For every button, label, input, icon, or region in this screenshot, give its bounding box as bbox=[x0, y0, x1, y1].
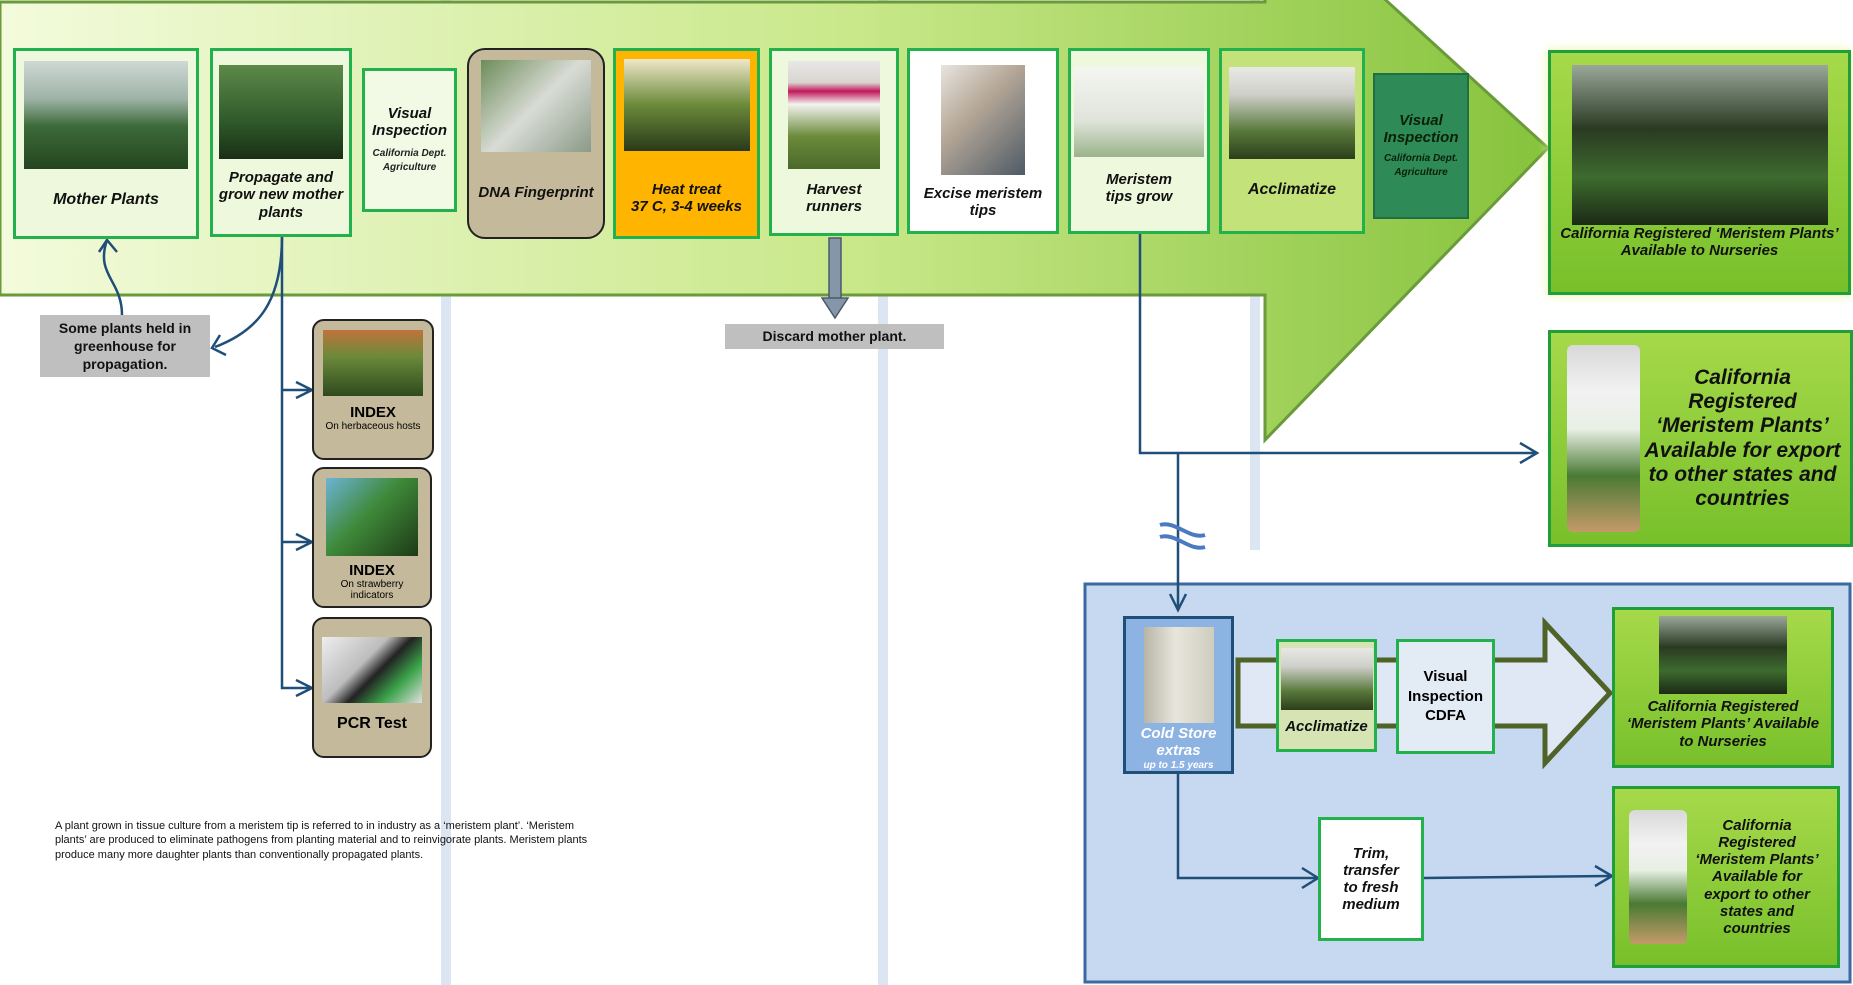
step-dna-fingerprint: DNA Fingerprint bbox=[467, 48, 605, 239]
discard-note: Discard mother plant. bbox=[725, 324, 944, 349]
index-photo bbox=[323, 330, 423, 396]
footnote: A plant grown in tissue culture from a m… bbox=[55, 820, 588, 861]
tissue-culture-tubes-photo bbox=[1074, 67, 1204, 157]
potted-plants-photo bbox=[1571, 65, 1828, 225]
step-harvest-runners: Harvest runners bbox=[769, 48, 899, 236]
greenhouse-note: Some plants held in greenhouse for propa… bbox=[40, 315, 210, 377]
background-line bbox=[441, 0, 451, 985]
cold-visual-inspection: Visual Inspection CDFA bbox=[1396, 639, 1495, 754]
index-herbaceous: INDEX On herbaceous hosts bbox=[312, 319, 434, 460]
step-sublabel: California Dept. Agriculture bbox=[372, 148, 447, 174]
index-photo bbox=[326, 478, 418, 556]
output-export-bottom: California Registered ‘Meristem Plants’ … bbox=[1612, 786, 1840, 968]
output-label: California Registered ‘Meristem Plants’ … bbox=[1560, 225, 1839, 260]
growth-chamber-photo bbox=[623, 59, 750, 151]
microscope-photo bbox=[941, 65, 1025, 175]
step-label: Meristem tips grow bbox=[1105, 171, 1173, 206]
step-visual-inspection-1: Visual Inspection California Dept. Agric… bbox=[362, 68, 457, 212]
discard-arrow-shaft bbox=[828, 237, 842, 301]
index-sub: On strawberry indicators bbox=[340, 579, 404, 601]
seedling-trays-photo bbox=[1280, 648, 1373, 710]
output-export-top: California Registered ‘Meristem Plants’ … bbox=[1548, 330, 1853, 547]
step-label: Visual Inspection CDFA bbox=[1407, 668, 1483, 725]
step-label: Visual Inspection bbox=[1383, 111, 1459, 146]
cold-acclimatize: Acclimatize bbox=[1276, 639, 1377, 752]
step-propagate: Propagate and grow new mother plants bbox=[210, 48, 352, 237]
background-line bbox=[878, 0, 888, 985]
pcr-photo bbox=[322, 637, 422, 703]
cold-store-box: Cold Store extras up to 1.5 years bbox=[1123, 616, 1234, 774]
pcr-title: PCR Test bbox=[337, 715, 407, 732]
output-nurseries-bottom: California Registered ‘Meristem Plants’ … bbox=[1612, 607, 1834, 768]
step-label: Visual Inspection bbox=[371, 104, 447, 139]
index-strawberry: INDEX On strawberry indicators bbox=[312, 467, 432, 608]
step-label: Mother Plants bbox=[53, 191, 159, 208]
step-visual-inspection-2: Visual Inspection California Dept. Agric… bbox=[1373, 73, 1469, 219]
potted-plants-photo bbox=[1659, 616, 1787, 694]
culture-tube-photo bbox=[1629, 810, 1687, 944]
cold-store-title: Cold Store extras bbox=[1140, 725, 1217, 760]
index-title: INDEX bbox=[350, 404, 396, 421]
seedlings-photo bbox=[219, 65, 343, 159]
step-label: Acclimatize bbox=[1285, 718, 1368, 735]
step-label: Trim, transfer to fresh medium bbox=[1342, 844, 1400, 914]
index-sub: On herbaceous hosts bbox=[325, 421, 421, 432]
step-label: Excise meristem tips bbox=[923, 185, 1043, 220]
output-label: California Registered ‘Meristem Plants’ … bbox=[1644, 366, 1841, 510]
index-title: INDEX bbox=[349, 562, 395, 579]
step-label: Acclimatize bbox=[1247, 181, 1337, 198]
freezer-photo bbox=[1143, 627, 1214, 723]
culture-tube-photo bbox=[1567, 345, 1640, 532]
cold-store-sub: up to 1.5 years bbox=[1143, 759, 1214, 771]
runner-container-photo bbox=[788, 61, 880, 169]
step-heat-treat: Heat treat 37 C, 3-4 weeks bbox=[613, 48, 760, 239]
step-acclimatize: Acclimatize bbox=[1219, 48, 1365, 234]
output-label: California Registered ‘Meristem Plants’ … bbox=[1626, 698, 1820, 750]
greenhouse-photo bbox=[24, 61, 188, 169]
step-excise-meristem: Excise meristem tips bbox=[907, 48, 1059, 234]
seedling-trays-photo bbox=[1229, 67, 1355, 159]
step-meristem-grow: Meristem tips grow bbox=[1068, 48, 1210, 234]
discard-arrow-head bbox=[820, 297, 850, 320]
step-sublabel: California Dept. Agriculture bbox=[1384, 153, 1458, 179]
step-mother-plants: Mother Plants bbox=[13, 48, 199, 239]
pcr-test: PCR Test bbox=[312, 617, 432, 758]
step-label: Harvest runners bbox=[806, 181, 862, 216]
step-label: Propagate and grow new mother plants bbox=[218, 169, 344, 221]
step-sublabel: 37 C, 3-4 weeks bbox=[631, 198, 742, 216]
trim-transfer: Trim, transfer to fresh medium bbox=[1318, 817, 1424, 941]
output-nurseries-top: California Registered ‘Meristem Plants’ … bbox=[1548, 50, 1851, 295]
output-label: California Registered ‘Meristem Plants’ … bbox=[1695, 816, 1819, 938]
break-mark bbox=[1159, 522, 1206, 550]
lab-photo bbox=[481, 60, 591, 152]
step-label: DNA Fingerprint bbox=[478, 184, 594, 201]
step-label: Heat treat bbox=[651, 181, 722, 198]
